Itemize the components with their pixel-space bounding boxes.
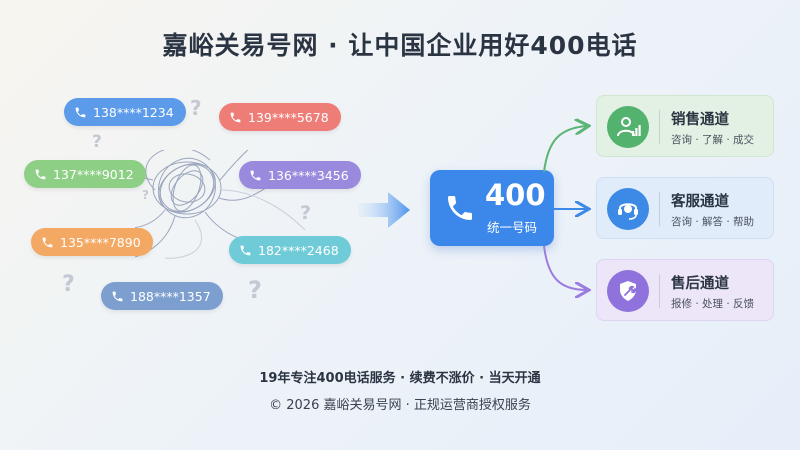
phone-number-pill: 138****1234 [64,98,186,126]
page-title: 嘉峪关易号网 · 让中国企业用好400电话 [162,31,638,60]
phone-number-pill: 188****1357 [101,282,223,310]
service-highlights: 19年专注400电话服务 · 续费不涨价 · 当天开通 [259,371,541,386]
card-divider [659,110,660,144]
channel-title: 客服通道 [671,194,729,210]
phone-number-pill: 137****9012 [24,160,146,188]
phone-number-label: 188****1357 [130,288,211,304]
channel-description: 报修 · 处理 · 反馈 [671,298,755,310]
channel-card-service: 客服通道 咨询 · 解答 · 帮助 [596,177,774,239]
question-mark-icon: ? [92,132,102,152]
hub-400-box: 400 统一号码 [430,170,554,246]
phone-icon [249,169,262,182]
copyright-line: © 2026 嘉峪关易号网 · 正规运营商授权服务 [269,398,531,413]
channel-connector-arrows [543,110,600,310]
card-divider [659,192,660,226]
phone-number-label: 138****1234 [93,104,174,120]
headset-icon [607,188,649,230]
phone-number-label: 136****3456 [268,167,349,183]
phone-icon [41,236,54,249]
question-mark-icon: ? [62,272,75,297]
channel-title: 售后通道 [671,276,729,292]
question-mark-icon: ? [300,202,312,224]
phone-icon [34,168,47,181]
arrow-right-icon [358,192,410,228]
phone-icon [74,106,87,119]
shield-wrench-icon [607,270,649,312]
phone-icon [229,111,242,124]
channel-title: 销售通道 [671,112,729,128]
card-divider [659,274,660,308]
sales-chart-person-icon [607,106,649,148]
phone-icon [444,192,476,228]
channel-card-sales: 销售通道 咨询 · 了解 · 成交 [596,95,774,157]
phone-number-pill: 136****3456 [239,161,361,189]
question-mark-icon: ? [248,276,262,304]
question-mark-icon: ? [190,96,202,120]
hub-number: 400 [485,178,546,212]
channel-description: 咨询 · 了解 · 成交 [671,134,755,146]
phone-number-label: 182****2468 [258,242,339,258]
phone-number-label: 139****5678 [248,109,329,125]
phone-number-label: 137****9012 [53,166,134,182]
hub-subtitle: 统一号码 [487,220,538,235]
channel-card-aftersales: 售后通道 报修 · 处理 · 反馈 [596,259,774,321]
question-mark-icon: ? [142,188,149,202]
phone-icon [111,290,124,303]
phone-number-pill: 139****5678 [219,103,341,131]
phone-number-pill: 182****2468 [229,236,351,264]
channel-description: 咨询 · 解答 · 帮助 [671,216,755,228]
phone-number-pill: 135****7890 [31,228,153,256]
phone-icon [239,244,252,257]
phone-number-label: 135****7890 [60,234,141,250]
